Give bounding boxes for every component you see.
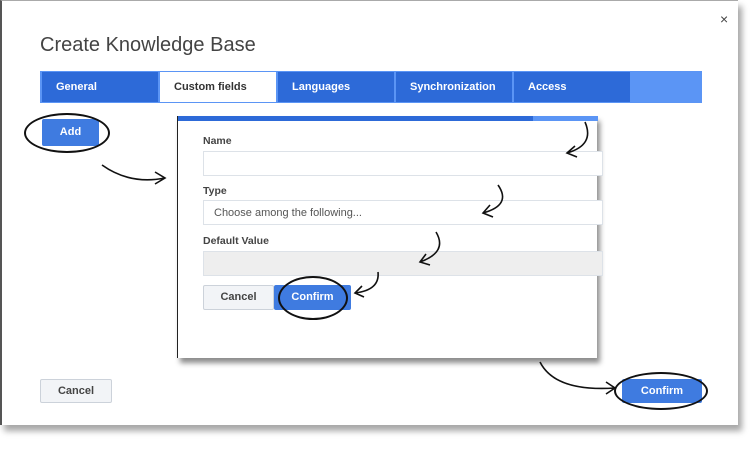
tab-access[interactable]: Access xyxy=(514,72,630,102)
default-value-label: Default Value xyxy=(203,235,269,247)
tab-synchronization[interactable]: Synchronization xyxy=(396,72,512,102)
dialog: × Create Knowledge Base General Custom f… xyxy=(0,0,738,425)
type-select[interactable]: Choose among the following... xyxy=(203,200,603,225)
form-confirm-button[interactable]: Confirm xyxy=(274,285,351,310)
name-label: Name xyxy=(203,135,232,147)
close-icon[interactable]: × xyxy=(720,11,729,27)
form-cancel-button[interactable]: Cancel xyxy=(203,285,274,310)
confirm-button[interactable]: Confirm xyxy=(622,379,702,403)
default-value-input[interactable] xyxy=(203,251,603,276)
tab-general[interactable]: General xyxy=(42,72,158,102)
cancel-button[interactable]: Cancel xyxy=(40,379,112,403)
type-label: Type xyxy=(203,185,227,197)
name-input[interactable] xyxy=(203,151,603,176)
tab-custom-fields[interactable]: Custom fields xyxy=(160,72,276,102)
tab-strip xyxy=(178,116,598,121)
add-button[interactable]: Add xyxy=(42,119,99,146)
custom-field-form: Name Type Choose among the following... … xyxy=(177,116,603,358)
dialog-title: Create Knowledge Base xyxy=(40,34,256,56)
tab-bar: General Custom fields Languages Synchron… xyxy=(40,71,702,103)
tab-languages[interactable]: Languages xyxy=(278,72,394,102)
